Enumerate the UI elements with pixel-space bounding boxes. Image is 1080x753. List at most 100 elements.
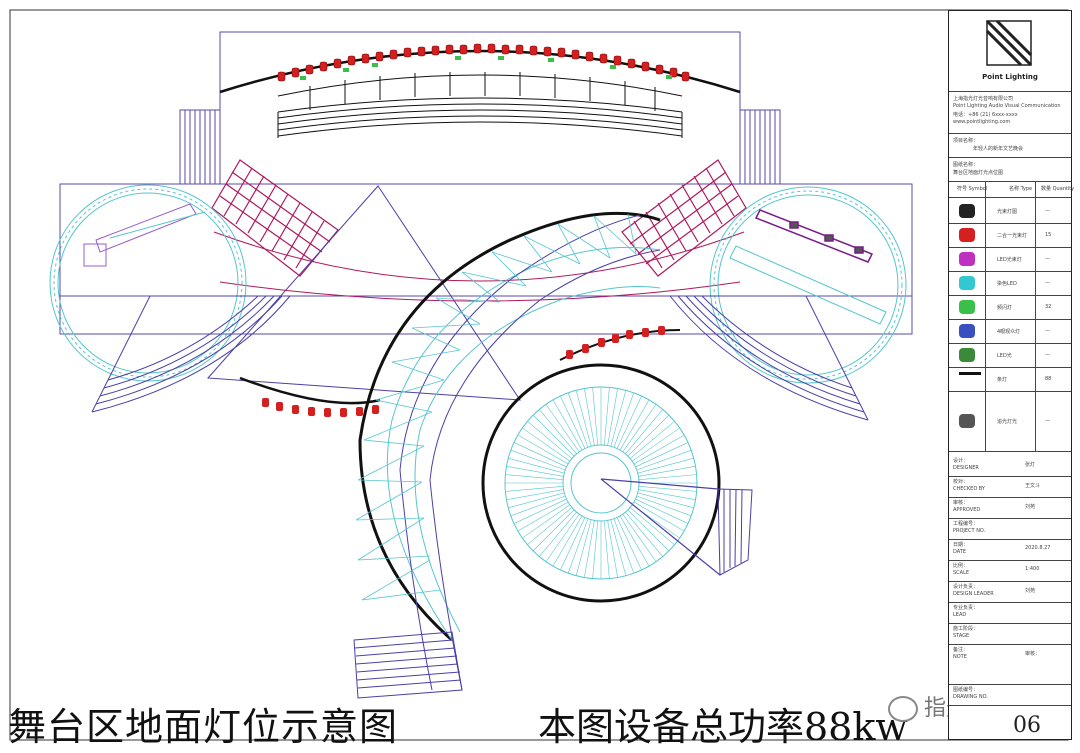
follow-spot-icon (959, 414, 975, 428)
flood-light-icon (959, 300, 975, 314)
right-lift-arm (729, 209, 887, 325)
turntable-spoke (627, 414, 670, 457)
legend-quantity: 32 (1045, 304, 1052, 310)
turntable-spoke (622, 513, 657, 562)
turntable-spoke (532, 509, 575, 552)
center-light-row (566, 326, 665, 359)
upstage-light-row (277, 43, 690, 82)
turntable-spoke (638, 466, 696, 477)
legend-header-symbol: 符号 Symbol (957, 186, 988, 192)
rotating-turntable (481, 363, 721, 603)
turntable-spoke (508, 457, 565, 474)
legend-quantity: — (1045, 280, 1050, 286)
turntable-spoke (616, 395, 642, 449)
legend-quantity: — (1045, 328, 1050, 334)
legend-header-type: 名称 Type (1009, 186, 1033, 192)
blinder-icon (959, 324, 975, 338)
meta-sub-label: DESIGN LEADER (953, 591, 994, 597)
left-led-screen (211, 159, 339, 277)
legend-type-label: 二合一光束灯 (997, 233, 1028, 239)
beam-light-icon (959, 204, 975, 218)
company-line-3: 电话：+86 (21) 6xxx-xxxx (953, 112, 1018, 118)
title-block: Point Lighting 上海指光灯光音响有限公司 Point Lighti… (948, 10, 1074, 740)
turntable-spoke (567, 518, 589, 574)
legend-quantity: 15 (1045, 232, 1052, 238)
drawing-title: 舞台区地面灯位示意图 (8, 705, 399, 749)
meta-value: 审核： (1025, 651, 1041, 657)
turntable-spoke (610, 519, 627, 576)
legend-quantity: — (1045, 256, 1050, 262)
meta-sub-label: PROJECT NO. (953, 528, 986, 534)
legend-type-label: 条灯 (997, 377, 1008, 383)
meta-label: 审核： (953, 500, 969, 506)
turntable-spoke (613, 392, 635, 448)
meta-label: 比例： (953, 563, 969, 569)
legend-type-label: 光束灯图 (997, 209, 1018, 215)
turntable-spoke (604, 520, 610, 579)
meta-sub-label: DATE (953, 549, 967, 555)
turntable-spoke (522, 504, 571, 539)
spot-icon (959, 348, 975, 362)
legend-quantity: — (1045, 352, 1050, 358)
drawing-name: 舞台区地面灯光点位图 (953, 170, 1004, 176)
meta-label: 校对： (953, 479, 969, 485)
meta-sub-label: SCALE (953, 570, 970, 576)
turntable-spoke (539, 409, 577, 455)
meta-value: 张灯 (1025, 462, 1036, 468)
legend-type-label: 频闪灯 (997, 305, 1013, 311)
meta-value: 刘苑 (1025, 504, 1036, 510)
turntable-spoke (575, 390, 592, 447)
turntable-spoke (610, 390, 627, 447)
turntable-spoke (627, 509, 670, 552)
wechat-icon (888, 696, 918, 722)
turntable-spoke (584, 388, 595, 446)
meta-label: 图纸编号： (953, 687, 979, 693)
ramp-bottom-stairs (353, 631, 463, 699)
turntable-spoke (636, 449, 692, 471)
meta-sub-label: STAGE (953, 633, 970, 639)
turntable-spoke (629, 421, 675, 459)
right-led-screen (621, 159, 747, 277)
turntable-spoke (567, 392, 589, 448)
company-line-1: 上海指光灯光音响有限公司 (953, 96, 1014, 102)
legend-quantity: — (1045, 208, 1050, 214)
right-truss-ring (709, 186, 907, 384)
turntable-spoke (619, 399, 650, 451)
legend-type-label: 染色LED (997, 281, 1017, 287)
turntable-spoke (635, 442, 689, 468)
turntable-spoke (527, 421, 573, 459)
meta-label: 设计： (953, 458, 969, 464)
turntable-spoke (619, 515, 650, 567)
turntable-spoke (638, 489, 696, 500)
meta-value: 刘苑 (1025, 588, 1036, 594)
turntable-spoke (508, 492, 565, 509)
legend-quantity: 88 (1045, 376, 1052, 382)
turntable-spoke (575, 519, 592, 576)
turntable-spoke (510, 449, 566, 471)
turntable-fan-stairs (717, 488, 753, 576)
upstage-platform (219, 31, 741, 185)
meta-label: 设计负责： (953, 584, 979, 590)
right-stairs (739, 109, 781, 185)
turntable-spoke (604, 387, 610, 446)
turntable-spoke (584, 520, 595, 578)
turntable-spoke (552, 399, 583, 451)
turntable-spoke (552, 515, 583, 567)
turntable-spoke (607, 388, 618, 446)
turntable-spoke (637, 457, 694, 474)
meta-label: 备注： (953, 647, 969, 653)
main-stage-deck (59, 183, 913, 335)
project-name: 年轻人的新年文艺晚会 (973, 146, 1024, 152)
project-label: 项目名称： (953, 138, 979, 144)
turntable-spoke (607, 520, 618, 578)
turntable-spoke (505, 486, 564, 492)
strobe-light-icon (959, 228, 975, 242)
sheet-number: 06 (1013, 713, 1041, 738)
turntable-spoke (506, 489, 564, 500)
legend-type-label: LED光束灯 (997, 257, 1022, 263)
turntable-spoke (633, 434, 685, 465)
company-line-2: Point Lighting Audio Visual Communicatio… (953, 103, 1061, 109)
turntable-spoke (527, 507, 573, 545)
